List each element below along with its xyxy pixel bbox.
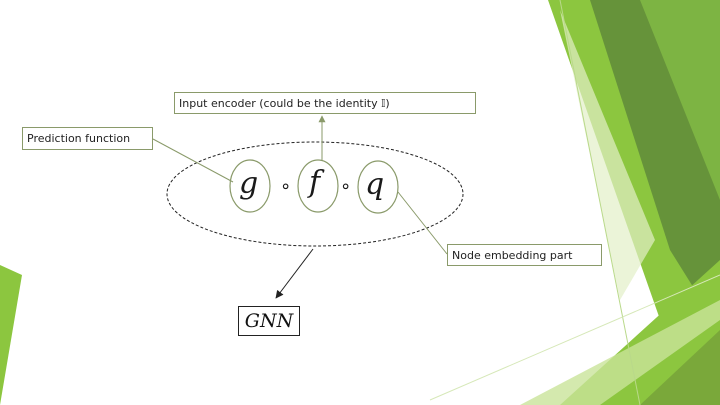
g-circle [229,159,271,213]
decor-shape-mid-green [640,0,720,200]
compose-operator-1: ∘ [280,176,292,197]
decor-thin-line [559,0,641,405]
gnn-arrow [275,248,314,299]
decor-shape-bottom-dark [640,330,720,405]
formula-f: f [309,165,321,200]
gnn-result-box: GNN [238,306,300,336]
prediction-function-label: Prediction function [22,127,153,150]
q-circle [357,160,399,214]
formula-q: q [365,167,385,202]
node-embedding-label: Node embedding part [447,244,602,266]
composition-ellipse [166,141,464,247]
compose-operator-2: ∘ [340,176,352,197]
input-encoder-label: Input encoder (could be the identity 𝕀) [174,92,476,114]
decor-shape-bottom-light [520,300,720,405]
decor-shape-left-bottom [0,265,22,405]
gnn-label: GNN [244,310,294,332]
node-embedding-connector [397,191,448,255]
decor-shape-pale [560,10,655,300]
f-circle [297,159,339,213]
decor-thin-line-2 [429,274,720,401]
prediction-connector [152,138,234,183]
formula-g: g [239,166,259,201]
